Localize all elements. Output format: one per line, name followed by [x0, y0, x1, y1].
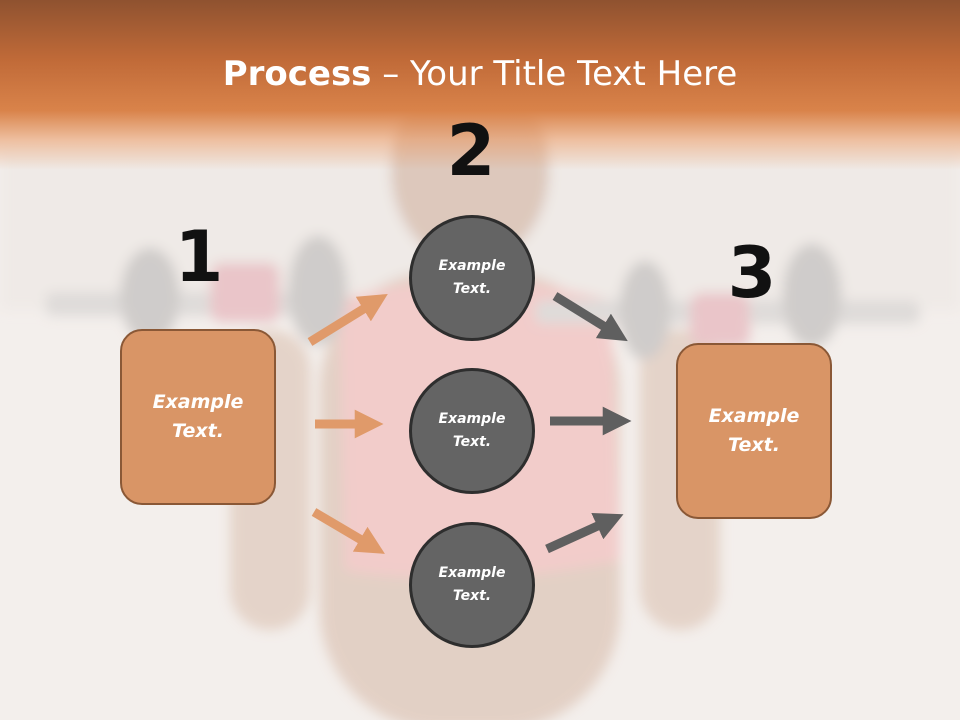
arrow-2a-to-3	[552, 292, 628, 342]
step-2-circle-1: Example Text.	[409, 215, 535, 341]
slide-title: Process – Your Title Text Here	[0, 52, 960, 96]
step-3-label: Example Text.	[708, 405, 800, 456]
step-3-box: Example Text.	[676, 343, 832, 519]
arrow-1-to-2a	[307, 293, 388, 346]
step-2-number: 2	[446, 110, 496, 192]
step-3-number: 3	[727, 232, 777, 314]
title-band	[0, 0, 960, 170]
step-2-circle-3-label: Example Text.	[438, 565, 506, 604]
arrow-1-to-2c	[311, 508, 385, 554]
step-2-circle-2: Example Text.	[409, 368, 535, 494]
step-2-circle-3: Example Text.	[409, 522, 535, 648]
step-1-number: 1	[174, 216, 224, 298]
step-1-box: Example Text.	[120, 329, 276, 505]
title-rest: – Your Title Text Here	[371, 54, 738, 94]
arrow-2c-to-3	[545, 513, 624, 554]
title-bold: Process	[222, 54, 372, 94]
step-1-label: Example Text.	[152, 391, 244, 442]
step-2-circle-1-label: Example Text.	[438, 258, 506, 297]
step-2-circle-2-label: Example Text.	[438, 411, 506, 450]
